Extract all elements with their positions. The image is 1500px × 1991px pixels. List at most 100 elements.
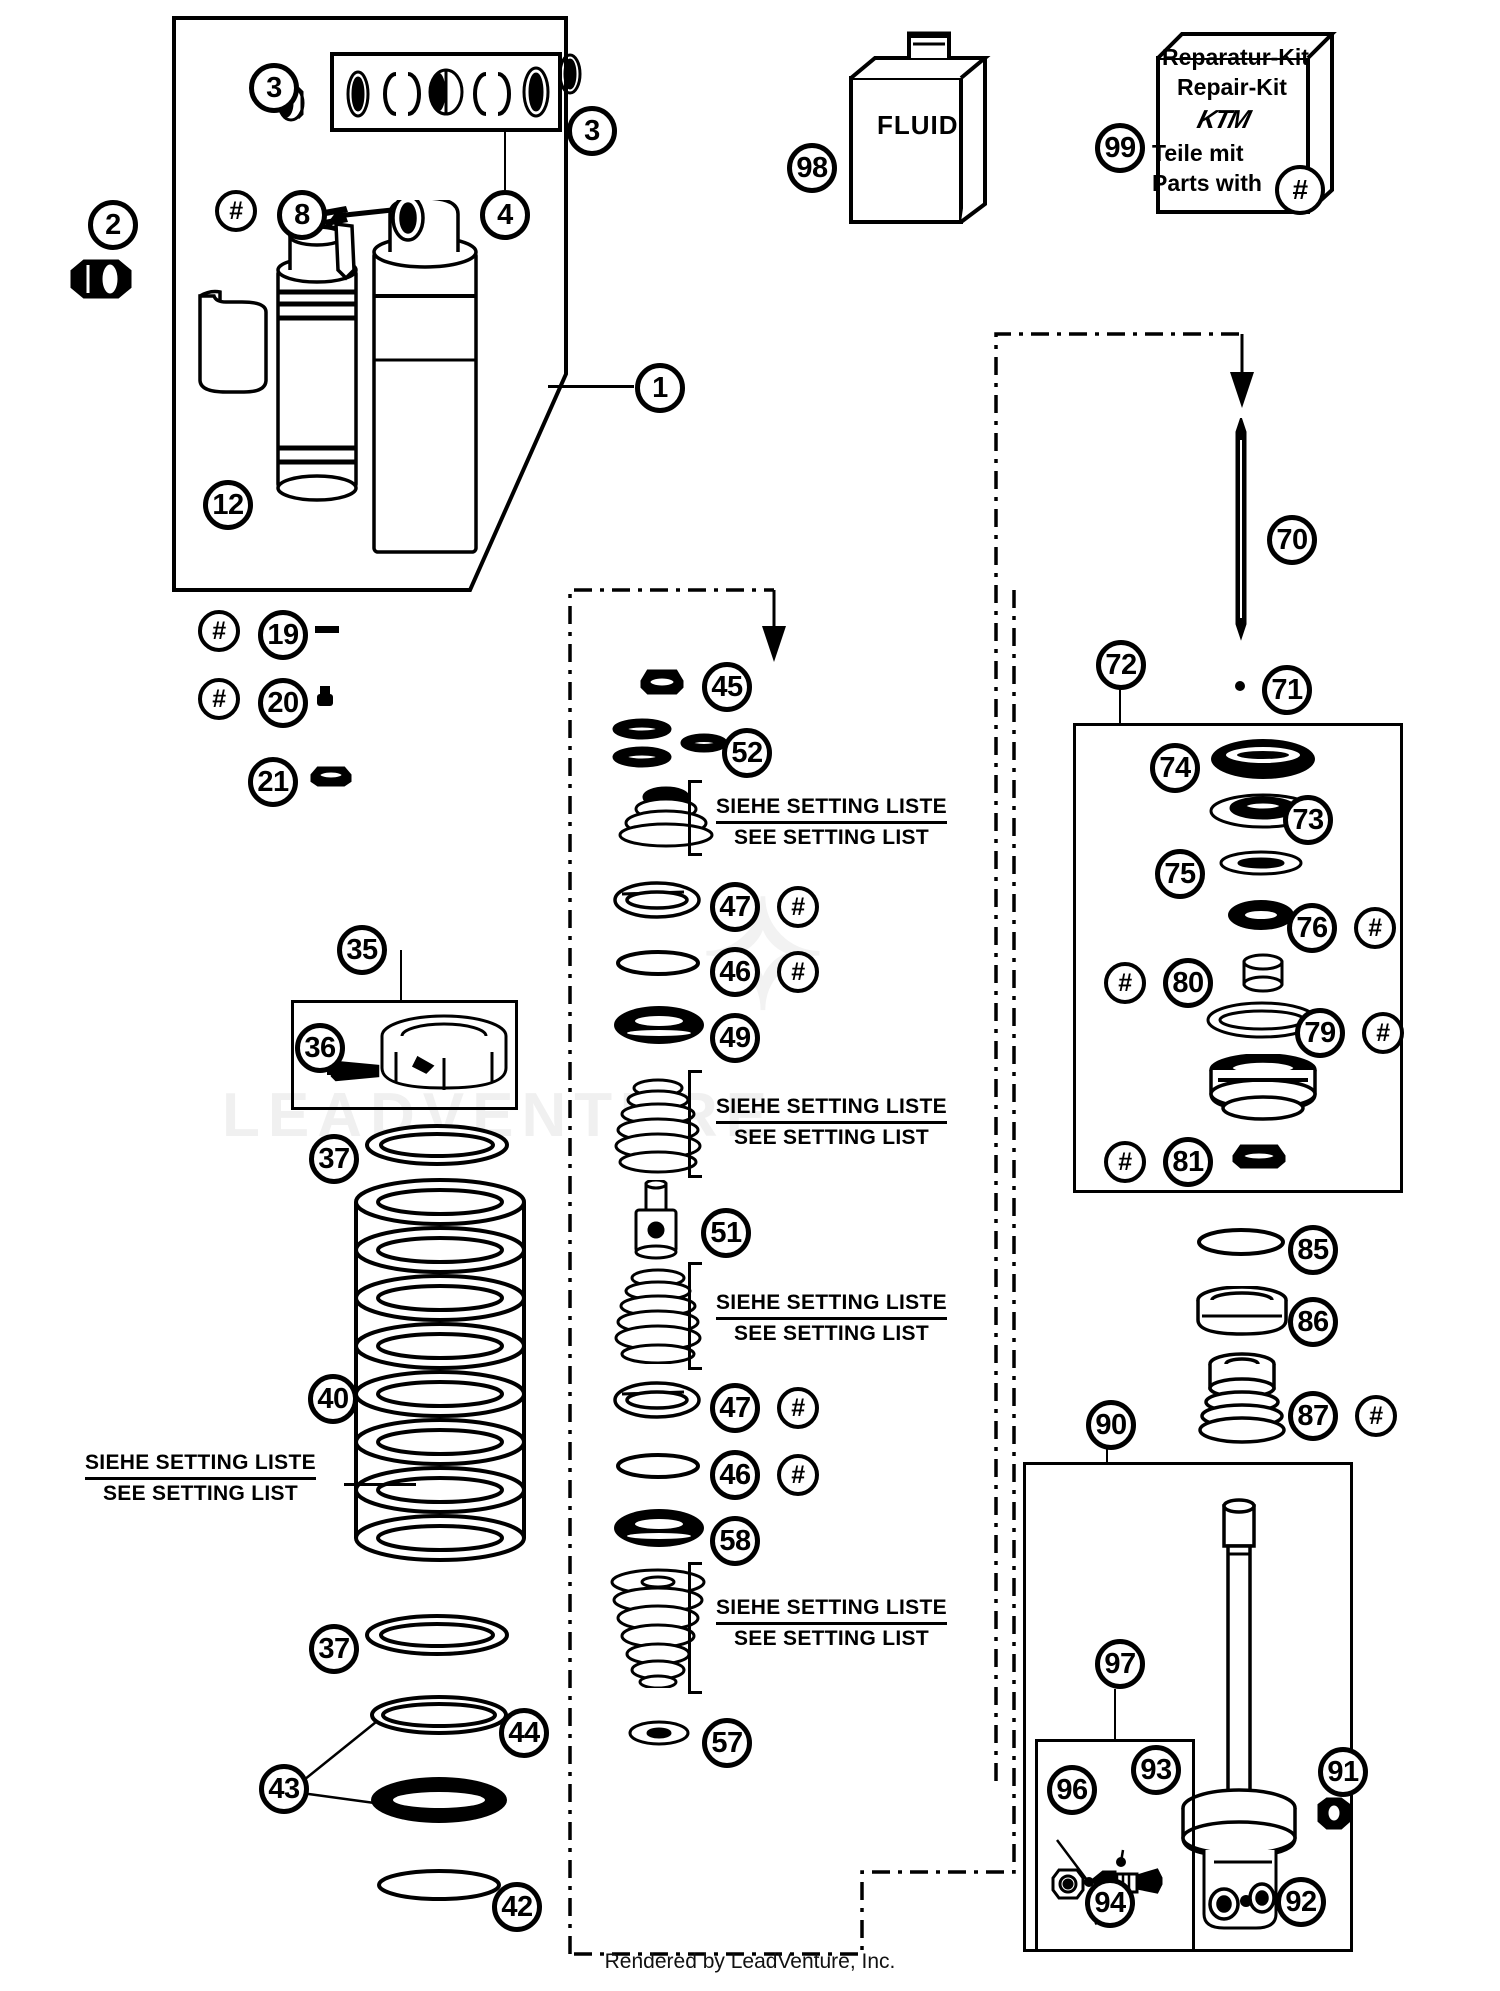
part-57-washer [628, 1720, 690, 1746]
callout-balloon-93[interactable]: 93 [1131, 1745, 1181, 1795]
piston-group-box [1073, 723, 1403, 1193]
setting-list-en: SEE SETTING LIST [102, 1481, 298, 1505]
callout-balloon-91[interactable]: 91 [1318, 1747, 1368, 1797]
callout-balloon-4[interactable]: 4 [480, 190, 530, 240]
callout-balloon-73[interactable]: 73 [1283, 795, 1333, 845]
part-46b-oring [616, 1453, 700, 1479]
callout-balloon-49[interactable]: 49 [710, 1013, 760, 1063]
callout-balloon-44[interactable]: 44 [499, 1708, 549, 1758]
callout-balloon-hash[interactable]: # [215, 190, 257, 232]
callout-balloon-87[interactable]: 87 [1288, 1391, 1338, 1441]
setting-list-label-c4: SIEHE SETTING LISTE SEE SETTING LIST [716, 1595, 947, 1651]
callout-balloon-94[interactable]: 94 [1085, 1878, 1135, 1928]
part-20-screw [317, 686, 333, 706]
part-43-oring [371, 1777, 507, 1823]
callout-balloon-1[interactable]: 1 [635, 363, 685, 413]
callout-balloon-52[interactable]: 52 [722, 728, 772, 778]
fluid-can-label: FLUID [877, 110, 959, 140]
callout-balloon-hash[interactable]: # [198, 610, 240, 652]
callout-balloon-hash[interactable]: # [777, 1454, 819, 1496]
part-90-shaft-assembly [1181, 1498, 1297, 1930]
callout-balloon-40[interactable]: 40 [308, 1374, 358, 1424]
callout-balloon-58[interactable]: 58 [710, 1516, 760, 1566]
callout-balloon-99[interactable]: 99 [1095, 123, 1145, 173]
callout-balloon-37[interactable]: 37 [309, 1134, 359, 1184]
callout-balloon-80[interactable]: 80 [1163, 958, 1213, 1008]
callout-balloon-42[interactable]: 42 [492, 1882, 542, 1932]
callout-balloon-hash[interactable]: # [1104, 962, 1146, 1004]
callout-balloon-96[interactable]: 96 [1047, 1765, 1097, 1815]
part-86-seal-head [1196, 1286, 1288, 1336]
callout-balloon-37[interactable]: 37 [309, 1624, 359, 1674]
setting-list-de: SIEHE SETTING LISTE [716, 1595, 947, 1625]
repair-kit-hash-badge: # [1275, 165, 1325, 215]
callout-balloon-57[interactable]: 57 [702, 1718, 752, 1768]
setting-list-de: SIEHE SETTING LISTE [716, 794, 947, 824]
part-92-pin [1240, 1895, 1252, 1907]
part-74-piston-ring [1211, 739, 1315, 779]
callout-balloon-hash[interactable]: # [1362, 1012, 1404, 1054]
part-44-ring [370, 1695, 508, 1735]
callout-balloon-2[interactable]: 2 [88, 200, 138, 250]
callout-balloon-46[interactable]: 46 [710, 1450, 760, 1500]
callout-balloon-hash[interactable]: # [198, 678, 240, 720]
setting-list-label-c1: SIEHE SETTING LISTE SEE SETTING LIST [716, 794, 947, 850]
callout-balloon-hash[interactable]: # [777, 1387, 819, 1429]
valve-group-box [1035, 1739, 1195, 1952]
callout-balloon-45[interactable]: 45 [702, 662, 752, 712]
callout-balloon-12[interactable]: 12 [203, 480, 253, 530]
setting-list-en: SEE SETTING LIST [733, 825, 929, 849]
callout-balloon-47[interactable]: 47 [710, 1383, 760, 1433]
callout-balloon-3[interactable]: 3 [249, 63, 299, 113]
adjuster-box [291, 1000, 518, 1110]
main-assembly-frame [172, 16, 568, 592]
setting-list-en: SEE SETTING LIST [733, 1626, 929, 1650]
callout-balloon-74[interactable]: 74 [1150, 743, 1200, 793]
center-dashed-enclosure [568, 588, 1016, 1956]
right-dashed-enclosure [994, 332, 1254, 1781]
callout-balloon-72[interactable]: 72 [1096, 640, 1146, 690]
callout-balloon-8[interactable]: 8 [277, 190, 327, 240]
callout-balloon-51[interactable]: 51 [701, 1208, 751, 1258]
bump-rubber-b [614, 1268, 702, 1364]
callout-balloon-3[interactable]: 3 [567, 106, 617, 156]
callout-balloon-46[interactable]: 46 [710, 947, 760, 997]
part-76-oring [1228, 900, 1294, 930]
part-81-nut [1232, 1144, 1286, 1169]
callout-balloon-43[interactable]: 43 [259, 1764, 309, 1814]
callout-balloon-97[interactable]: 97 [1095, 1639, 1145, 1689]
callout-balloon-20[interactable]: 20 [258, 678, 308, 728]
callout-balloon-75[interactable]: 75 [1155, 849, 1205, 899]
part-52-shims [612, 718, 728, 768]
callout-balloon-71[interactable]: 71 [1262, 665, 1312, 715]
part-2-fitting [70, 259, 132, 299]
callout-balloon-70[interactable]: 70 [1267, 515, 1317, 565]
part-3b-seal [558, 53, 582, 95]
callout-balloon-79[interactable]: 79 [1295, 1008, 1345, 1058]
callout-balloon-hash[interactable]: # [1354, 907, 1396, 949]
callout-balloon-19[interactable]: 19 [258, 610, 308, 660]
callout-balloon-hash[interactable]: # [1355, 1395, 1397, 1437]
callout-balloon-81[interactable]: 81 [1163, 1137, 1213, 1187]
callout-balloon-21[interactable]: 21 [248, 757, 298, 807]
callout-balloon-85[interactable]: 85 [1288, 1225, 1338, 1275]
callout-balloon-86[interactable]: 86 [1288, 1297, 1338, 1347]
ktm-logo: KTM [1194, 104, 1253, 134]
callout-balloon-47[interactable]: 47 [710, 882, 760, 932]
callout-balloon-90[interactable]: 90 [1086, 1400, 1136, 1450]
callout-balloon-hash[interactable]: # [777, 886, 819, 928]
leader-item-1 [548, 385, 634, 388]
callout-balloon-hash[interactable]: # [777, 951, 819, 993]
callout-balloon-98[interactable]: 98 [787, 143, 837, 193]
callout-balloon-hash[interactable]: # [1104, 1141, 1146, 1183]
part-19-shim [315, 626, 339, 633]
part-49-piston [614, 1006, 704, 1044]
footer-credit: Rendered by LeadVenture, Inc. [604, 1950, 896, 1973]
callout-balloon-92[interactable]: 92 [1276, 1877, 1326, 1927]
callout-balloon-35[interactable]: 35 [337, 925, 387, 975]
setting-list-de: SIEHE SETTING LISTE [85, 1450, 316, 1480]
callout-balloon-36[interactable]: 36 [295, 1023, 345, 1073]
callout-balloon-76[interactable]: 76 [1287, 903, 1337, 953]
repair-kit-line-3: Teile mit [1152, 140, 1244, 166]
